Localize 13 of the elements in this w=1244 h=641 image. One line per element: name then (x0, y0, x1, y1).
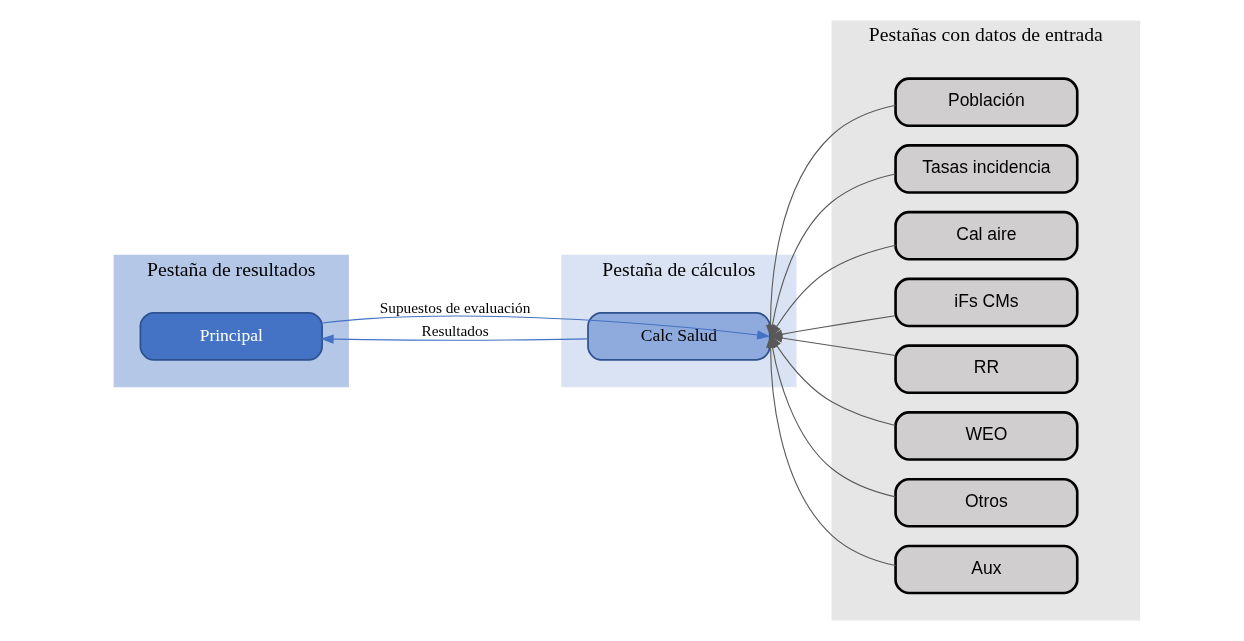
node-box: Tasas incidencia (893, 144, 1079, 194)
node-box: Otros (893, 477, 1079, 528)
node-box: RR (893, 344, 1079, 395)
edge-label: Resultados (420, 321, 489, 339)
node-box: Principal (139, 311, 323, 361)
node-box: Población (893, 77, 1079, 127)
node-box: WEO (893, 411, 1079, 461)
node-box: Aux (893, 544, 1079, 595)
arrow (321, 315, 770, 340)
edge-label: Supuestos de evaluación (379, 298, 530, 316)
node-box: Cal aire (893, 210, 1079, 261)
arrow (319, 334, 589, 344)
node-box: iFs CMs (893, 277, 1079, 328)
